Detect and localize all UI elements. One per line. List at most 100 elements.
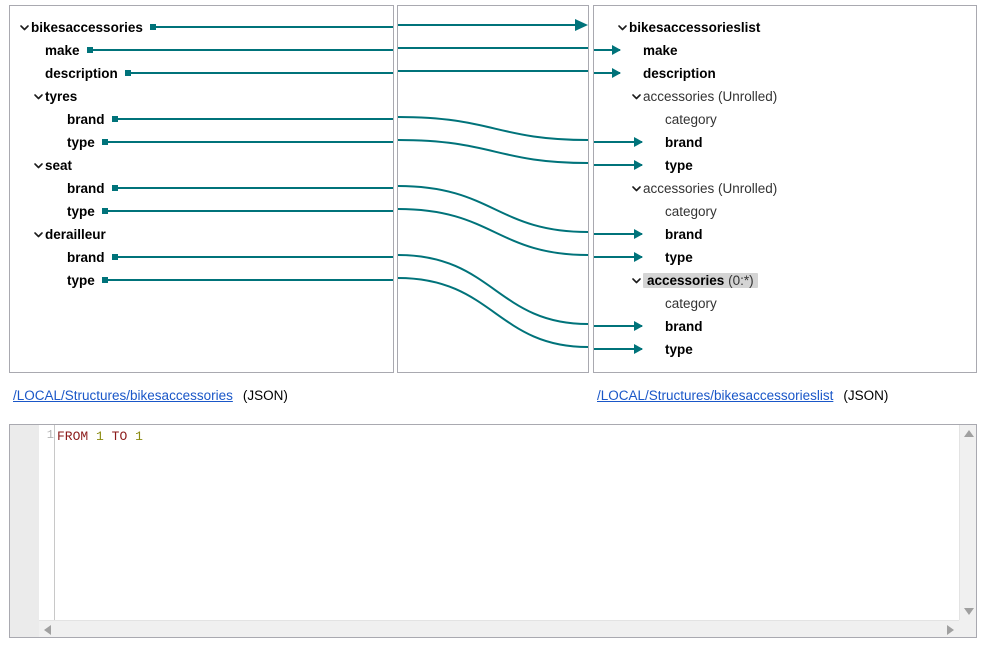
triangle-right-icon	[947, 624, 954, 635]
mapping-lines-svg[interactable]	[398, 6, 588, 372]
chevron-down-icon[interactable]	[32, 156, 45, 175]
target-tree-node[interactable]: accessories (Unrolled)	[630, 179, 777, 198]
target-connector-arrow[interactable]	[594, 252, 643, 262]
mapping-link-line[interactable]	[398, 139, 588, 164]
source-tree-node[interactable]: brand	[54, 248, 105, 267]
mapping-link-line[interactable]	[398, 277, 588, 348]
connector-endpoint-icon	[150, 24, 156, 30]
source-node-label: make	[45, 43, 80, 58]
editor-folding-gutter[interactable]	[10, 425, 40, 637]
mapping-link-line[interactable]	[398, 254, 588, 325]
target-tree-node[interactable]: brand	[652, 133, 703, 152]
target-node-cardinality: (Unrolled)	[714, 89, 778, 104]
source-connector-stub[interactable]	[112, 116, 393, 122]
target-tree-node[interactable]: category	[652, 110, 717, 129]
source-node-label: brand	[67, 250, 105, 265]
source-connector-stub[interactable]	[102, 277, 393, 283]
source-node-label: tyres	[45, 89, 78, 104]
source-connector-stub[interactable]	[87, 47, 393, 53]
target-node-label: category	[665, 296, 717, 311]
target-tree-node[interactable]: type	[652, 340, 693, 359]
source-tree-node[interactable]: make	[32, 41, 80, 60]
expression-editor-panel[interactable]: 1 FROM 1 TO 1	[9, 424, 977, 638]
source-path-row: /LOCAL/Structures/bikesaccessories(JSON)	[13, 388, 288, 403]
chevron-down-icon[interactable]	[32, 87, 45, 106]
scroll-up-button[interactable]	[960, 425, 976, 442]
target-structure-panel: bikesaccessorieslist make description acces…	[593, 5, 977, 373]
target-tree-node[interactable]: category	[652, 202, 717, 221]
target-connector-arrow[interactable]	[594, 229, 643, 239]
editor-token-keyword: FROM	[57, 429, 89, 444]
mapping-link-line[interactable]	[398, 185, 588, 233]
source-node-label: brand	[67, 112, 105, 127]
source-connector-stub[interactable]	[125, 70, 393, 76]
target-tree-node[interactable]: type	[652, 156, 693, 175]
scroll-right-button[interactable]	[942, 621, 959, 637]
source-tree-node[interactable]: type	[54, 133, 95, 152]
source-tree-node[interactable]: tyres	[32, 87, 77, 106]
editor-code-area[interactable]: FROM 1 TO 1	[57, 428, 958, 619]
target-node-label: bikesaccessorieslist	[629, 20, 761, 35]
source-tree-node[interactable]: derailleur	[32, 225, 106, 244]
target-path-link[interactable]: /LOCAL/Structures/bikesaccessorieslist	[597, 388, 834, 403]
arrowhead-icon	[612, 68, 621, 78]
mapping-link-line[interactable]	[398, 116, 588, 141]
target-connector-arrow[interactable]	[594, 45, 621, 55]
editor-token-plain	[88, 429, 96, 444]
source-tree-node[interactable]: bikesaccessories	[18, 18, 143, 37]
editor-vertical-scrollbar[interactable]	[959, 425, 976, 620]
target-node-label: type	[665, 158, 693, 173]
connector-endpoint-icon	[102, 277, 108, 283]
target-tree-node[interactable]: brand	[652, 317, 703, 336]
source-connector-stub[interactable]	[112, 254, 393, 260]
source-path-link[interactable]: /LOCAL/Structures/bikesaccessories	[13, 388, 233, 403]
source-tree-node[interactable]: type	[54, 202, 95, 221]
arrowhead-icon	[634, 137, 643, 147]
scroll-left-button[interactable]	[39, 621, 56, 637]
source-connector-stub[interactable]	[102, 139, 393, 145]
source-tree-node[interactable]: description	[32, 64, 118, 83]
chevron-down-icon[interactable]	[630, 179, 643, 198]
vertical-scroll-track[interactable]	[961, 442, 975, 603]
chevron-down-icon[interactable]	[616, 18, 629, 37]
target-tree-node[interactable]: brand	[652, 225, 703, 244]
target-connector-arrow[interactable]	[594, 344, 643, 354]
arrowhead-icon	[634, 160, 643, 170]
target-tree-node[interactable]: bikesaccessorieslist	[616, 18, 760, 37]
editor-token-keyword: TO	[111, 429, 128, 444]
target-connector-arrow[interactable]	[594, 68, 621, 78]
target-tree-node[interactable]: type	[652, 248, 693, 267]
editor-token-plain	[127, 429, 135, 444]
target-connector-arrow[interactable]	[594, 160, 643, 170]
target-tree-node[interactable]: make	[630, 41, 678, 60]
mapping-link-line[interactable]	[398, 208, 588, 256]
target-connector-arrow[interactable]	[594, 321, 643, 331]
target-tree: bikesaccessorieslist make description acces…	[594, 6, 976, 372]
scroll-down-button[interactable]	[960, 603, 976, 620]
triangle-left-icon	[44, 624, 51, 635]
source-connector-stub[interactable]	[102, 208, 393, 214]
source-connector-stub[interactable]	[112, 185, 393, 191]
editor-token-number: 1	[135, 429, 143, 444]
source-tree-node[interactable]: brand	[54, 179, 105, 198]
chevron-down-icon[interactable]	[18, 18, 31, 37]
target-node-cardinality: (Unrolled)	[714, 181, 778, 196]
target-format-label: (JSON)	[843, 388, 889, 403]
source-tree-node[interactable]: type	[54, 271, 95, 290]
connector-endpoint-icon	[112, 254, 118, 260]
target-tree-node[interactable]: category	[652, 294, 717, 313]
chevron-down-icon[interactable]	[630, 271, 643, 290]
chevron-down-icon[interactable]	[32, 225, 45, 244]
chevron-down-icon[interactable]	[630, 87, 643, 106]
target-connector-arrow[interactable]	[594, 137, 643, 147]
target-tree-node[interactable]: description	[630, 64, 716, 83]
editor-horizontal-scrollbar[interactable]	[39, 620, 959, 637]
target-tree-node[interactable]: accessories (Unrolled)	[630, 87, 777, 106]
connector-endpoint-icon	[112, 116, 118, 122]
target-node-label: accessories	[647, 273, 725, 288]
source-connector-stub[interactable]	[150, 24, 393, 30]
source-tree-node[interactable]: seat	[32, 156, 72, 175]
source-tree-node[interactable]: brand	[54, 110, 105, 129]
target-tree-node[interactable]: accessories (0:*)	[630, 271, 758, 290]
target-node-label: description	[643, 66, 716, 81]
